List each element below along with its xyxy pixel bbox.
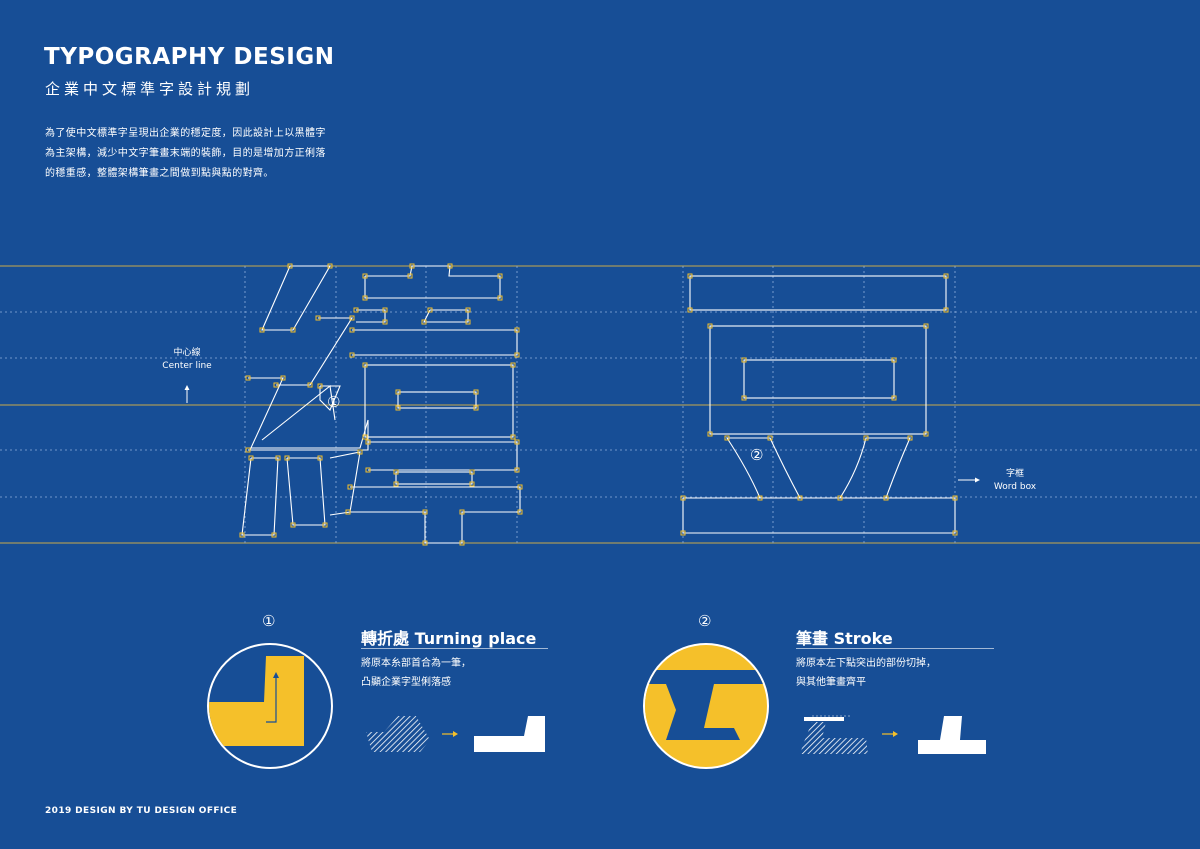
panel-2-title: 筆畫 Stroke: [796, 629, 893, 648]
marker-2: ②: [750, 446, 764, 464]
word-box-label-en: Word box: [993, 482, 1037, 492]
panel-1-line: 凸顯企業字型俐落感: [361, 677, 451, 688]
panel-1-text: 將原本糸部首合為一筆， 凸顯企業字型俐落感: [361, 654, 471, 692]
stroke-outline: [423, 309, 469, 323]
panel-2-text: 將原本左下點突出的部份切掉， 與其他筆畫齊平: [796, 654, 936, 692]
word-box-label: 字框 Word box: [988, 468, 1042, 494]
stroke-outline: [356, 309, 386, 323]
stroke-outline: [319, 385, 341, 411]
stroke-outline: [261, 265, 331, 331]
description-line: 為主架構，減少中文字筆畫末端的裝飾，目的是增加方正俐落: [45, 148, 326, 159]
stroke-outline: [397, 391, 477, 409]
footer-credit: 2019 DESIGN BY TU DESIGN OFFICE: [45, 806, 238, 816]
stroke-outline: [743, 359, 895, 399]
horizontal-guides: [0, 265, 1200, 544]
center-line-arrow: [184, 385, 190, 403]
center-line-label-zh: 中心線: [173, 348, 201, 358]
glyph-2-outline: [682, 275, 956, 534]
word-box-label-zh: 字框: [1005, 469, 1024, 479]
stroke-outline: [368, 441, 518, 471]
page-title: TYPOGRAPHY DESIGN: [44, 44, 335, 70]
anchor-points: [239, 263, 958, 546]
stroke-outline: [352, 329, 518, 356]
stroke-outline: [241, 457, 279, 536]
stroke-outline: [682, 497, 956, 534]
stroke-outline: [689, 275, 947, 311]
description-line: 的穩重感，整體架構筆畫之間做到點與點的對齊。: [45, 168, 274, 179]
marker-1: ①: [327, 393, 341, 411]
panel-1-line: 將原本糸部首合為一筆，: [361, 658, 471, 669]
stroke-outline: [709, 325, 927, 435]
stroke-outline: [838, 437, 911, 499]
stroke-outline: [364, 364, 514, 438]
stroke-outline: [248, 419, 369, 451]
turning-place-illustration: [207, 643, 545, 769]
stroke-outline: [395, 471, 473, 485]
panel-1-divider: [361, 648, 548, 649]
stroke-outline: [276, 317, 353, 386]
stroke-outline: [286, 457, 326, 526]
word-box-arrow: [958, 477, 980, 483]
panel-2-divider: [796, 648, 994, 649]
panel-2-number: ②: [698, 612, 712, 630]
stroke-illustration: [643, 643, 986, 769]
description: 為了使中文標準字呈現出企業的穩定度，因此設計上以黑體字 為主架構，減少中文字筆畫…: [45, 124, 326, 184]
stroke-outline: [364, 265, 501, 299]
dotted-guides: [0, 266, 1200, 543]
center-line-label-en: Center line: [162, 361, 212, 371]
glyph-1-outline: [241, 265, 521, 544]
panel-2-line: 與其他筆畫齊平: [796, 677, 866, 688]
center-line-label: 中心線 Center line: [160, 347, 214, 373]
page-subtitle: 企業中文標準字設計規劃: [45, 80, 255, 98]
panel-2-line: 將原本左下點突出的部份切掉，: [796, 658, 936, 669]
stroke-outline: [248, 377, 284, 451]
stroke-outline: [350, 486, 521, 544]
stroke-outline: [261, 384, 336, 441]
panel-1-number: ①: [262, 612, 276, 630]
panel-1-title: 轉折處 Turning place: [361, 629, 537, 648]
stroke-outline: [329, 451, 361, 516]
description-line: 為了使中文標準字呈現出企業的穩定度，因此設計上以黑體字: [45, 128, 326, 139]
stroke-outline: [725, 437, 801, 499]
